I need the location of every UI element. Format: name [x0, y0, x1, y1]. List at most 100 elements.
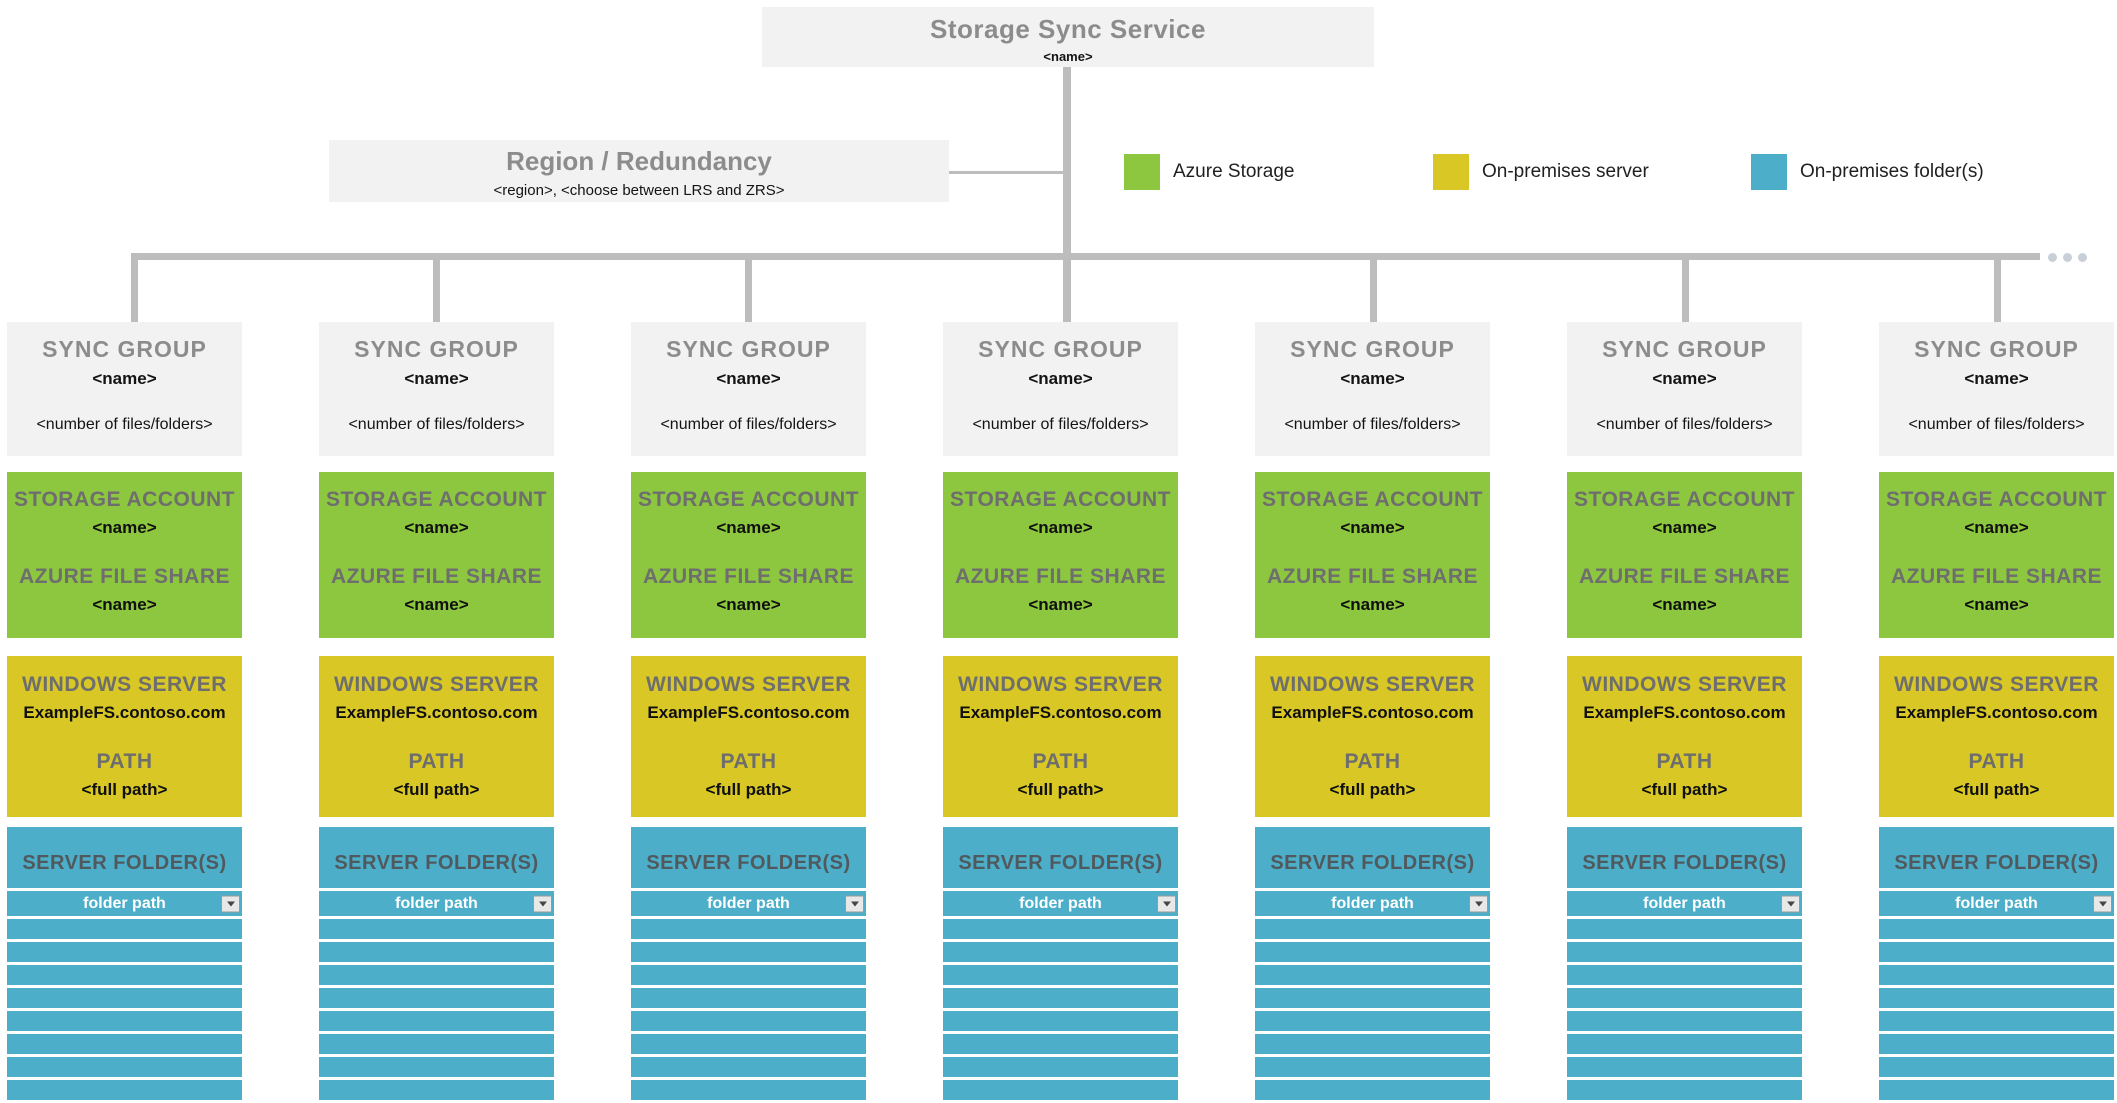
server-folders-box: SERVER FOLDER(S) folder path [319, 827, 554, 1103]
folder-row[interactable] [319, 1080, 554, 1103]
folder-row[interactable] [319, 988, 554, 1011]
folder-row[interactable] [943, 1057, 1178, 1080]
folder-row[interactable] [319, 1057, 554, 1080]
folder-path-cell[interactable]: folder path [1879, 888, 2114, 919]
folder-path-dropdown-button[interactable] [1157, 895, 1176, 912]
folder-row[interactable] [1255, 1011, 1490, 1034]
folder-row[interactable] [943, 988, 1178, 1011]
folder-row[interactable] [1567, 988, 1802, 1011]
storage-sync-service-title: Storage Sync Service [930, 14, 1206, 44]
sync-group-name: <name> [404, 369, 469, 388]
folder-row[interactable] [1567, 965, 1802, 988]
folder-row[interactable] [943, 942, 1178, 965]
folder-row[interactable] [319, 1011, 554, 1034]
folder-row[interactable] [1879, 965, 2114, 988]
folder-path-dropdown-button[interactable] [221, 895, 240, 912]
folder-row[interactable] [319, 965, 554, 988]
sync-group-title: SYNC GROUP [1602, 336, 1767, 362]
folder-row[interactable] [943, 1034, 1178, 1057]
folder-row[interactable] [7, 965, 242, 988]
path-value: <full path> [705, 780, 792, 799]
folder-path-dropdown-button[interactable] [1469, 895, 1488, 912]
folder-row[interactable] [319, 1034, 554, 1057]
folder-row[interactable] [319, 919, 554, 942]
path-label: PATH [1968, 750, 2025, 773]
folder-row[interactable] [631, 1011, 866, 1034]
folder-row[interactable] [631, 1080, 866, 1103]
folder-row[interactable] [1879, 942, 2114, 965]
folder-path-cell[interactable]: folder path [943, 888, 1178, 919]
windows-server-fqdn: ExampleFS.contoso.com [1583, 703, 1786, 722]
folder-row[interactable] [7, 988, 242, 1011]
folder-row[interactable] [7, 1057, 242, 1080]
folder-path-dropdown-button[interactable] [533, 895, 552, 912]
folder-row[interactable] [1255, 965, 1490, 988]
folder-path-dropdown-button[interactable] [845, 895, 864, 912]
dropdown-arrow-icon [1474, 901, 1483, 906]
folder-row[interactable] [7, 1034, 242, 1057]
dropdown-arrow-icon [2098, 901, 2107, 906]
folder-path-dropdown-button[interactable] [2093, 895, 2112, 912]
sync-group-column: SYNC GROUP <name> <number of files/folde… [943, 322, 1178, 1103]
folder-row[interactable] [7, 1080, 242, 1103]
folder-row[interactable] [1567, 919, 1802, 942]
folder-row[interactable] [631, 1034, 866, 1057]
folder-row[interactable] [1879, 919, 2114, 942]
azure-file-share-name: <name> [404, 595, 469, 614]
folder-row[interactable] [1567, 1080, 1802, 1103]
folder-path-cell[interactable]: folder path [631, 888, 866, 919]
folder-path-dropdown-button[interactable] [1781, 895, 1800, 912]
folder-row[interactable] [7, 1011, 242, 1034]
folder-row[interactable] [631, 988, 866, 1011]
folder-row[interactable] [1255, 988, 1490, 1011]
folder-row[interactable] [943, 1011, 1178, 1034]
folder-row[interactable] [7, 942, 242, 965]
sync-group-title: SYNC GROUP [1290, 336, 1455, 362]
folder-row[interactable] [631, 942, 866, 965]
folder-row[interactable] [631, 919, 866, 942]
connector-drop-line [433, 253, 440, 322]
folder-row[interactable] [1255, 919, 1490, 942]
storage-account-name: <name> [404, 518, 469, 537]
folder-row[interactable] [319, 942, 554, 965]
folder-path-value: folder path [1643, 894, 1726, 912]
more-sync-groups-dot-icon [2078, 253, 2087, 262]
azure-file-share-label: AZURE FILE SHARE [1578, 565, 1790, 588]
folder-row[interactable] [1255, 942, 1490, 965]
folder-path-cell[interactable]: folder path [319, 888, 554, 919]
folder-row[interactable] [1879, 1034, 2114, 1057]
folder-row[interactable] [1879, 988, 2114, 1011]
azure-file-share-name: <name> [1652, 595, 1717, 614]
windows-server-box: WINDOWS SERVER ExampleFS.contoso.com PAT… [1879, 656, 2114, 817]
folder-path-cell[interactable]: folder path [1567, 888, 1802, 919]
folder-row[interactable] [1567, 1034, 1802, 1057]
sync-group-name: <name> [1028, 369, 1093, 388]
folder-path-value: folder path [1955, 894, 2038, 912]
folder-row[interactable] [1879, 1011, 2114, 1034]
folder-row[interactable] [631, 965, 866, 988]
folder-row[interactable] [631, 1057, 866, 1080]
folder-path-cell[interactable]: folder path [1255, 888, 1490, 919]
folder-row[interactable] [1879, 1057, 2114, 1080]
storage-sync-service-box: Storage Sync Service <name> [762, 7, 1374, 67]
folder-row[interactable] [1255, 1080, 1490, 1103]
folder-row[interactable] [943, 919, 1178, 942]
folder-row[interactable] [943, 1080, 1178, 1103]
folder-row[interactable] [1567, 942, 1802, 965]
azure-file-share-name: <name> [1340, 595, 1405, 614]
folder-row[interactable] [943, 965, 1178, 988]
folder-row[interactable] [1567, 1011, 1802, 1034]
windows-server-fqdn: ExampleFS.contoso.com [23, 703, 226, 722]
sync-group-column: SYNC GROUP <name> <number of files/folde… [631, 322, 866, 1103]
folder-path-cell[interactable]: folder path [7, 888, 242, 919]
folder-row[interactable] [1255, 1034, 1490, 1057]
storage-account-name: <name> [716, 518, 781, 537]
folder-row[interactable] [7, 919, 242, 942]
folder-path-value: folder path [1331, 894, 1414, 912]
folder-row[interactable] [1567, 1057, 1802, 1080]
windows-server-box: WINDOWS SERVER ExampleFS.contoso.com PAT… [1255, 656, 1490, 817]
sync-group-file-count: <number of files/folders> [348, 416, 525, 433]
folder-row[interactable] [1255, 1057, 1490, 1080]
folder-row[interactable] [1879, 1080, 2114, 1103]
